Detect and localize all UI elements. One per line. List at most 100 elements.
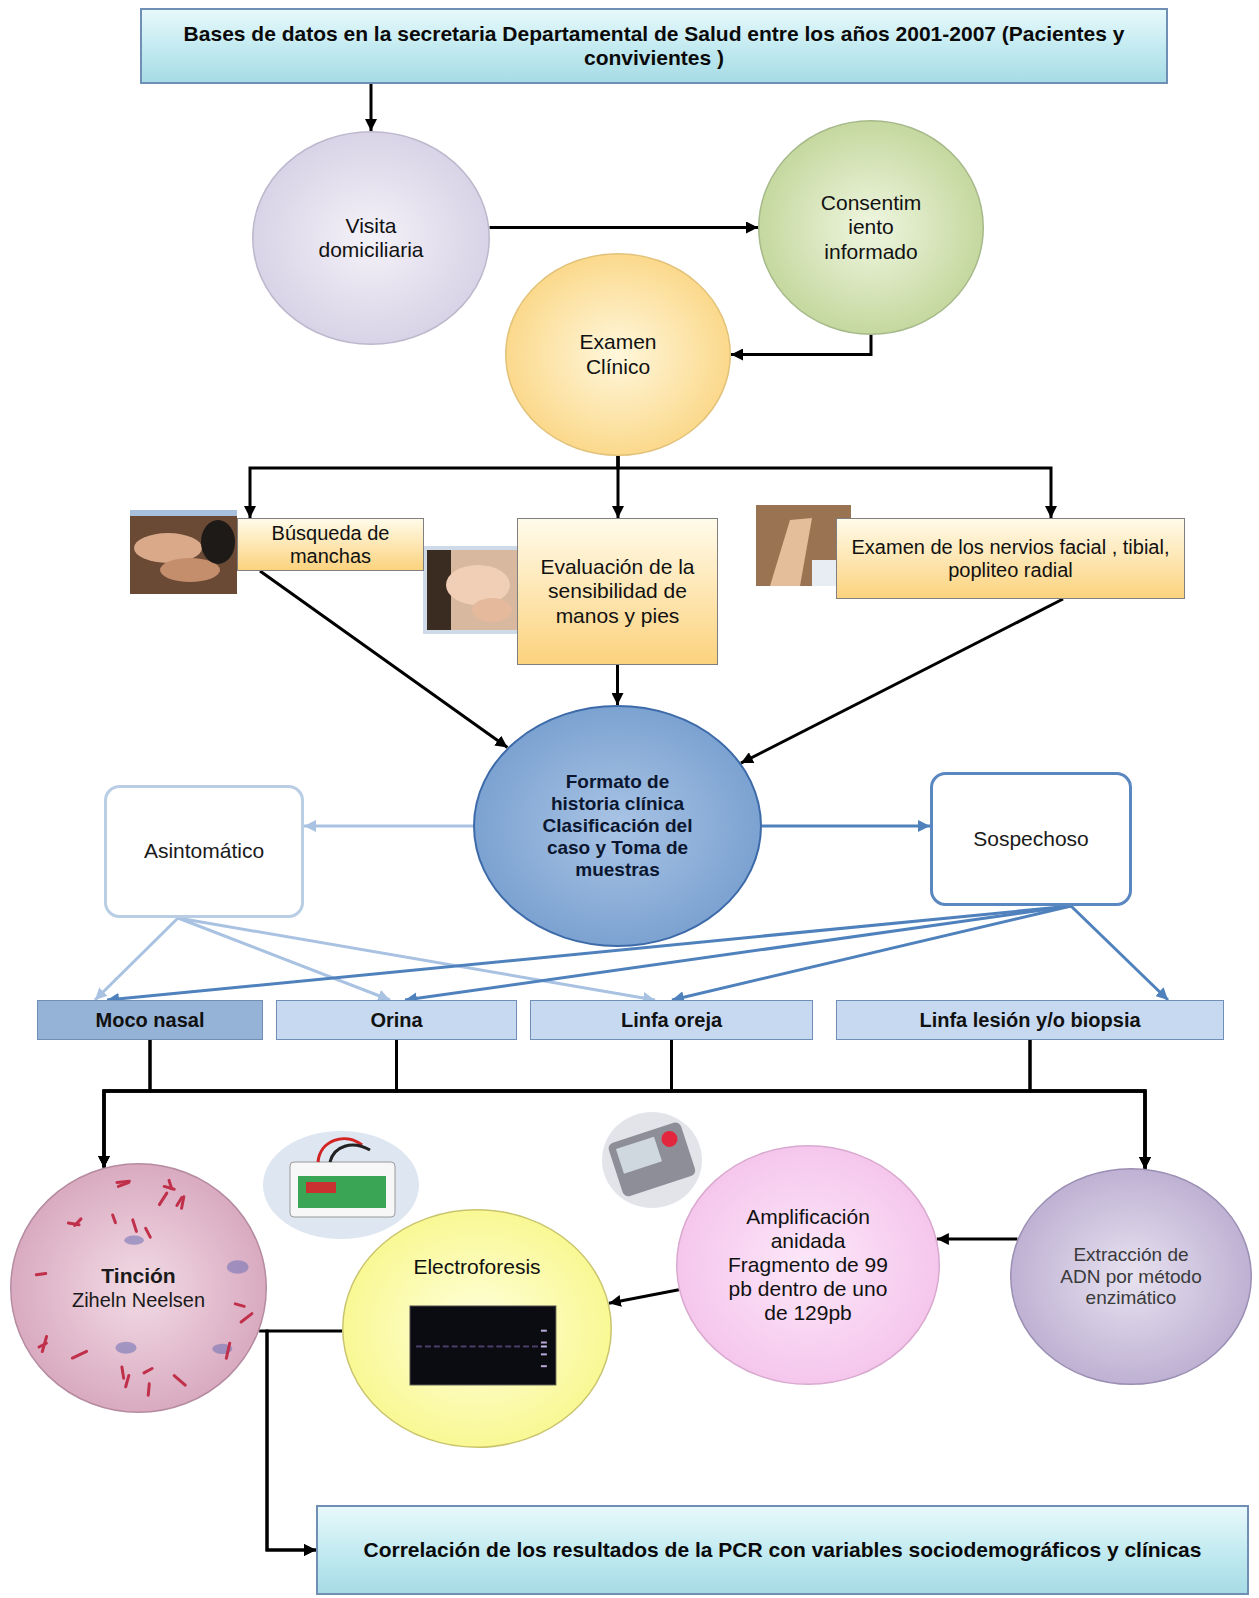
node-fill xyxy=(531,1001,813,1040)
node-fill xyxy=(932,774,1131,905)
gel-band xyxy=(532,1345,538,1347)
bacillus xyxy=(177,1198,182,1206)
node-label: Sospechoso xyxy=(973,827,1089,851)
text-group: TinciónZiheln Neelsen xyxy=(72,1264,205,1311)
foot-shape xyxy=(472,598,512,622)
sample-box: Linfa oreja xyxy=(530,1000,813,1040)
device-case xyxy=(290,1162,395,1217)
node-fill xyxy=(837,1001,1224,1040)
text-area: Formato de historia clínica Clasificació… xyxy=(531,731,704,921)
node-outline xyxy=(10,1163,267,1413)
text-area: TinciónZiheln Neelsen xyxy=(60,1213,217,1363)
device-backdrop xyxy=(602,1112,702,1208)
bacillus xyxy=(118,1183,128,1187)
node-label: Orina xyxy=(370,1009,422,1032)
leg-shape xyxy=(770,518,812,586)
photo-skin-exam xyxy=(130,510,237,594)
text-group: Bases de datos en la secretaria Departam… xyxy=(156,22,1152,70)
text-area: Evaluación de la sensibilidad de manos y… xyxy=(525,524,710,659)
bacillus xyxy=(235,1304,244,1306)
photo-frame xyxy=(130,510,237,516)
node-label: Bases de datos en la secretaria Departam… xyxy=(156,22,1152,70)
flow-arrow xyxy=(397,1040,1146,1169)
gel-band xyxy=(478,1345,484,1347)
flow-arrow xyxy=(250,456,618,518)
gel-band xyxy=(470,1345,476,1347)
bacillus xyxy=(42,1336,46,1351)
sample-box: Linfa lesión y/o biopsia xyxy=(836,1000,1224,1040)
step-circle: Examen Clínico xyxy=(505,253,731,456)
device-wire xyxy=(318,1139,362,1162)
flow-arrow xyxy=(672,906,1071,1000)
text-area: Examen de los nervios facial , tibial, p… xyxy=(846,521,1175,596)
bacillus xyxy=(148,1384,149,1395)
foot-shape xyxy=(446,565,510,605)
device-button xyxy=(659,1129,679,1149)
bacillus xyxy=(164,1186,174,1189)
text-group: Formato de historia clínica Clasificació… xyxy=(531,771,704,880)
flow-arrow xyxy=(259,1331,316,1550)
flow-arrow xyxy=(405,906,1071,1000)
gel-band xyxy=(514,1345,520,1347)
gel-band xyxy=(505,1345,511,1347)
node-label: Correlación de los resultados de la PCR … xyxy=(364,1538,1202,1562)
text-area: Electroforesis xyxy=(397,1255,557,1402)
bacillus xyxy=(144,1369,152,1373)
gel-band xyxy=(541,1330,547,1332)
sample-box: Moco nasal xyxy=(37,1000,263,1040)
flow-arrow xyxy=(762,825,930,828)
bacillus xyxy=(126,1375,129,1386)
exam-box: Búsqueda de manchas xyxy=(237,518,424,571)
result-banner: Correlación de los resultados de la PCR … xyxy=(316,1505,1249,1595)
node-label: Linfa lesión y/o biopsia xyxy=(919,1009,1140,1032)
device-display xyxy=(306,1182,336,1193)
node-label: Consentim iento informado xyxy=(800,191,942,263)
step-circle: Visita domiciliaria xyxy=(252,131,490,345)
text-area: Orina xyxy=(282,1004,511,1036)
photo-feet-exam xyxy=(423,546,522,634)
node-label: Visita domiciliaria xyxy=(296,214,446,262)
bacillus xyxy=(174,1376,185,1386)
text-group: Asintomático xyxy=(144,839,264,863)
stained-cell xyxy=(124,1236,144,1245)
flow-arrow xyxy=(104,1040,1030,1168)
electrophoresis-device xyxy=(263,1131,419,1239)
text-group: Electroforesis xyxy=(413,1255,540,1279)
bacillus xyxy=(133,1220,137,1232)
text-group: Moco nasal xyxy=(96,1009,205,1032)
bacillus xyxy=(72,1351,86,1358)
node-label: Tinción xyxy=(72,1264,205,1288)
exam-box: Evaluación de la sensibilidad de manos y… xyxy=(517,518,718,665)
gel-band xyxy=(541,1342,547,1344)
flow-arrow xyxy=(370,84,373,131)
photo-ground xyxy=(427,550,518,630)
text-area: Linfa lesión y/o biopsia xyxy=(842,1004,1218,1036)
text-group: Examen Clínico xyxy=(547,330,689,378)
flow-arrow xyxy=(616,665,619,705)
node-label: Búsqueda de manchas xyxy=(243,522,418,568)
device-case xyxy=(607,1121,697,1198)
text-group: Linfa lesión y/o biopsia xyxy=(919,1009,1140,1032)
node-label: Formato de historia clínica Clasificació… xyxy=(531,771,704,880)
text-group: Examen de los nervios facial , tibial, p… xyxy=(846,536,1175,582)
thermocycler xyxy=(602,1112,702,1208)
node-fill xyxy=(1011,1169,1252,1385)
text-area: Consentim iento informado xyxy=(800,154,942,301)
text-group: Correlación de los resultados de la PCR … xyxy=(364,1538,1202,1562)
node-fill xyxy=(253,132,490,345)
photo-frame xyxy=(423,546,522,634)
text-area: Amplificación anidada Fragmento de 99 pb… xyxy=(728,1179,888,1351)
gel-band xyxy=(452,1345,458,1347)
device-screen xyxy=(616,1137,662,1174)
gel-band xyxy=(487,1345,493,1347)
text-group: Visita domiciliaria xyxy=(296,214,446,262)
flow-arrow xyxy=(95,918,178,1000)
flow-arrow xyxy=(150,1040,1145,1169)
gel-band xyxy=(523,1345,529,1347)
flow-arrow xyxy=(741,599,1063,763)
flow-arrow xyxy=(618,456,1051,518)
node-fill xyxy=(506,254,731,456)
text-area: Búsqueda de manchas xyxy=(243,520,418,569)
text-area: Moco nasal xyxy=(43,1004,257,1036)
bacillus xyxy=(226,1343,229,1358)
